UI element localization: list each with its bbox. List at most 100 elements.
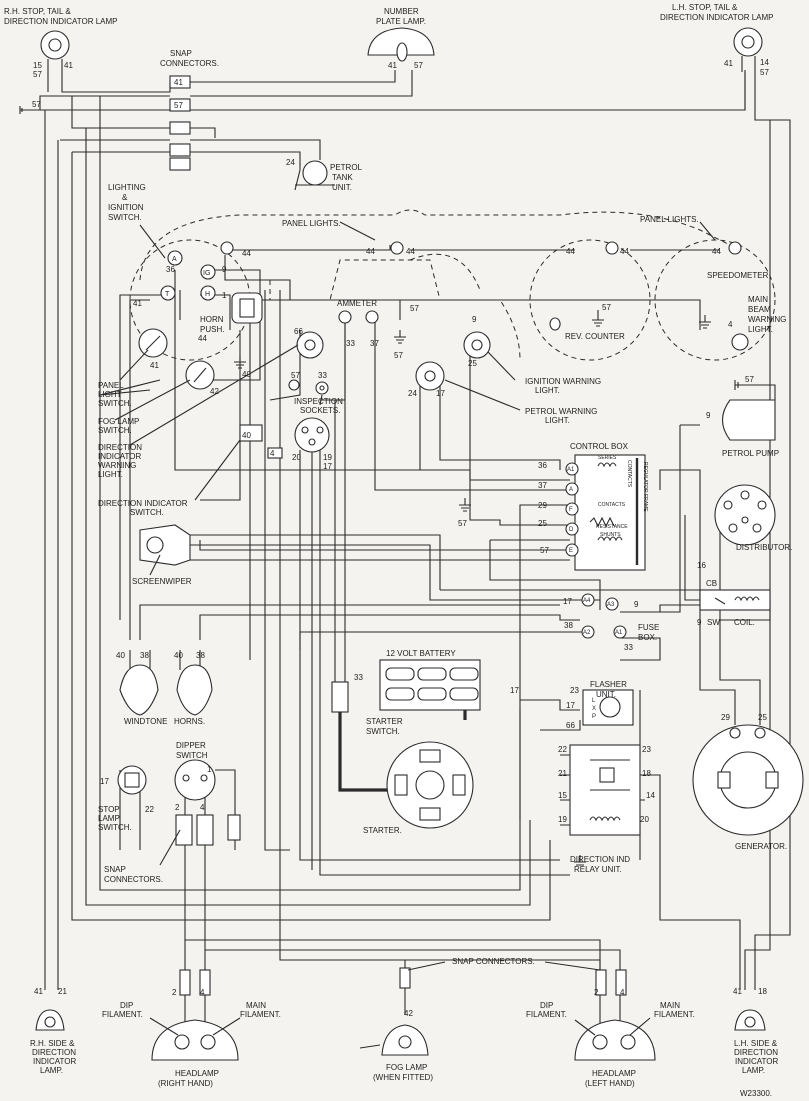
cable-4-dipper: 4 xyxy=(200,803,205,812)
label-starter-switch-2: SWITCH. xyxy=(366,727,400,736)
cable-20: 20 xyxy=(292,453,301,462)
fog-lamp-switch xyxy=(185,360,215,390)
cable-57-rh: 57 xyxy=(33,70,42,79)
cbox-terminal-a: A xyxy=(569,487,573,493)
cbox-terminal-f: F xyxy=(569,507,573,513)
label-lh-side-1: L.H. SIDE & xyxy=(734,1039,778,1048)
cable-9-pump: 9 xyxy=(706,411,711,420)
label-control-box: CONTROL BOX xyxy=(570,442,629,451)
fuse-box xyxy=(581,593,627,639)
label-lighting-4: SWITCH. xyxy=(108,213,142,222)
label-generator: GENERATOR. xyxy=(735,842,787,851)
cable-57-a: 57 xyxy=(291,371,300,380)
label-lighting-1: LIGHTING xyxy=(108,183,146,192)
cable-33-a: 33 xyxy=(318,371,327,380)
petrol-warning-light xyxy=(415,361,445,391)
cbox-terminal-a1: A1 xyxy=(567,467,575,473)
label-resistance: RESISTANCE xyxy=(596,524,628,530)
generator xyxy=(692,724,804,836)
label-dipper-2: SWITCH xyxy=(176,751,208,760)
starter-switch xyxy=(331,681,349,713)
cable-36: 36 xyxy=(166,265,175,274)
label-lh-stop-tail-1: L.H. STOP, TAIL & xyxy=(672,3,738,12)
stop-lamp-switch xyxy=(117,765,147,795)
cable-44-d: 44 xyxy=(566,247,575,256)
cable-20-relay: 20 xyxy=(640,815,649,824)
label-ignition-warning-2: LIGHT. xyxy=(535,386,560,395)
leader-lines xyxy=(114,221,716,1049)
label-horn-push-2: PUSH. xyxy=(200,325,224,334)
cable-23-relay: 23 xyxy=(642,745,651,754)
label-headlamp-right-2: (RIGHT HAND) xyxy=(158,1079,213,1088)
fuse-terminal-a3: A3 xyxy=(607,602,615,608)
label-dir-switch-1: DIRECTION INDICATOR xyxy=(98,499,188,508)
label-lighting-3: IGNITION xyxy=(108,203,144,212)
cable-17-pw: 17 xyxy=(436,389,445,398)
dipper-switch xyxy=(174,759,216,801)
label-main-beam-3: WARNING xyxy=(748,315,786,324)
label-dir-warning-4: LIGHT. xyxy=(98,470,123,479)
flasher-terminal-l: L xyxy=(592,698,596,704)
label-ammeter: AMMETER xyxy=(337,299,377,308)
cable-17-fuse: 17 xyxy=(563,597,572,606)
petrol-tank-unit xyxy=(294,160,335,191)
label-rh-side-2: DIRECTION xyxy=(32,1048,76,1057)
label-number-plate-1: NUMBER xyxy=(384,7,419,16)
cable-57-cb: 57 xyxy=(540,546,549,555)
label-petrol-warning-1: PETROL WARNING xyxy=(525,407,597,416)
label-screenwiper: SCREENWIPER xyxy=(132,577,192,586)
battery xyxy=(379,659,481,711)
label-headlamp-left-1: HEADLAMP xyxy=(592,1069,636,1078)
label-starter: STARTER. xyxy=(363,826,402,835)
cable-41-panel: 41 xyxy=(150,361,159,370)
cable-38-horn-b: 38 xyxy=(196,651,205,660)
cable-4-head-r: 4 xyxy=(200,988,205,997)
label-panel-switch-2: LIGHT xyxy=(98,390,122,399)
cable-15-rh: 15 xyxy=(33,61,42,70)
ignition-warning-light xyxy=(463,331,491,359)
lh-side-lamp xyxy=(734,1009,766,1031)
cable-41-snap: 41 xyxy=(174,78,183,87)
label-horn-push-1: HORN xyxy=(200,315,224,324)
cable-42-fog: 42 xyxy=(404,1009,413,1018)
cable-2-head-r: 2 xyxy=(172,988,177,997)
cable-36-cb: 36 xyxy=(538,461,547,470)
label-petrol-pump: PETROL PUMP xyxy=(722,449,779,458)
label-rh-side-1: R.H. SIDE & xyxy=(30,1039,75,1048)
label-inspection-2: SOCKETS. xyxy=(300,406,340,415)
label-rh-side-4: LAMP. xyxy=(40,1066,63,1075)
windtone-horns xyxy=(119,664,213,716)
label-main-beam-2: BEAM xyxy=(748,305,771,314)
cable-41-lh: 41 xyxy=(724,59,733,68)
label-lh-stop-tail-2: DIRECTION INDICATOR LAMP xyxy=(660,13,774,22)
lighting-ignition-switch xyxy=(160,250,216,301)
label-snap-top-2: CONNECTORS. xyxy=(160,59,219,68)
ammeter xyxy=(338,310,379,324)
label-relay-2: RELAY UNIT. xyxy=(574,865,622,874)
cable-41-lh-side: 41 xyxy=(733,987,742,996)
label-dir-warning-3: WARNING xyxy=(98,461,136,470)
label-fog-switch-1: FOG LAMP xyxy=(98,417,139,426)
cable-25-cb: 25 xyxy=(538,519,547,528)
cable-17-flash: 17 xyxy=(510,686,519,695)
dashboard-outline xyxy=(129,209,776,361)
cable-18-lh-side: 18 xyxy=(758,987,767,996)
label-main-right-2: FILAMENT. xyxy=(654,1010,695,1019)
label-petrol-warning-2: LIGHT. xyxy=(545,416,570,425)
flasher-unit xyxy=(582,689,634,726)
label-main-left-2: FILAMENT. xyxy=(240,1010,281,1019)
label-snap-top-1: SNAP xyxy=(170,49,192,58)
label-panel-lights-left: PANEL LIGHTS. xyxy=(282,219,341,228)
label-dir-warning-1: DIRECTION xyxy=(98,443,142,452)
cable-33-batt: 33 xyxy=(354,673,363,682)
cable-4-b: 4 xyxy=(270,449,275,458)
cable-24-pw: 24 xyxy=(408,389,417,398)
cable-57-np: 57 xyxy=(414,61,423,70)
flasher-terminal-p: P xyxy=(592,714,596,720)
cable-57-c: 57 xyxy=(394,351,403,360)
snap-connectors-top xyxy=(169,75,191,171)
cable-44-e: 44 xyxy=(620,247,629,256)
snap-connectors-mid xyxy=(175,814,241,846)
cable-41-rh-side: 41 xyxy=(34,987,43,996)
